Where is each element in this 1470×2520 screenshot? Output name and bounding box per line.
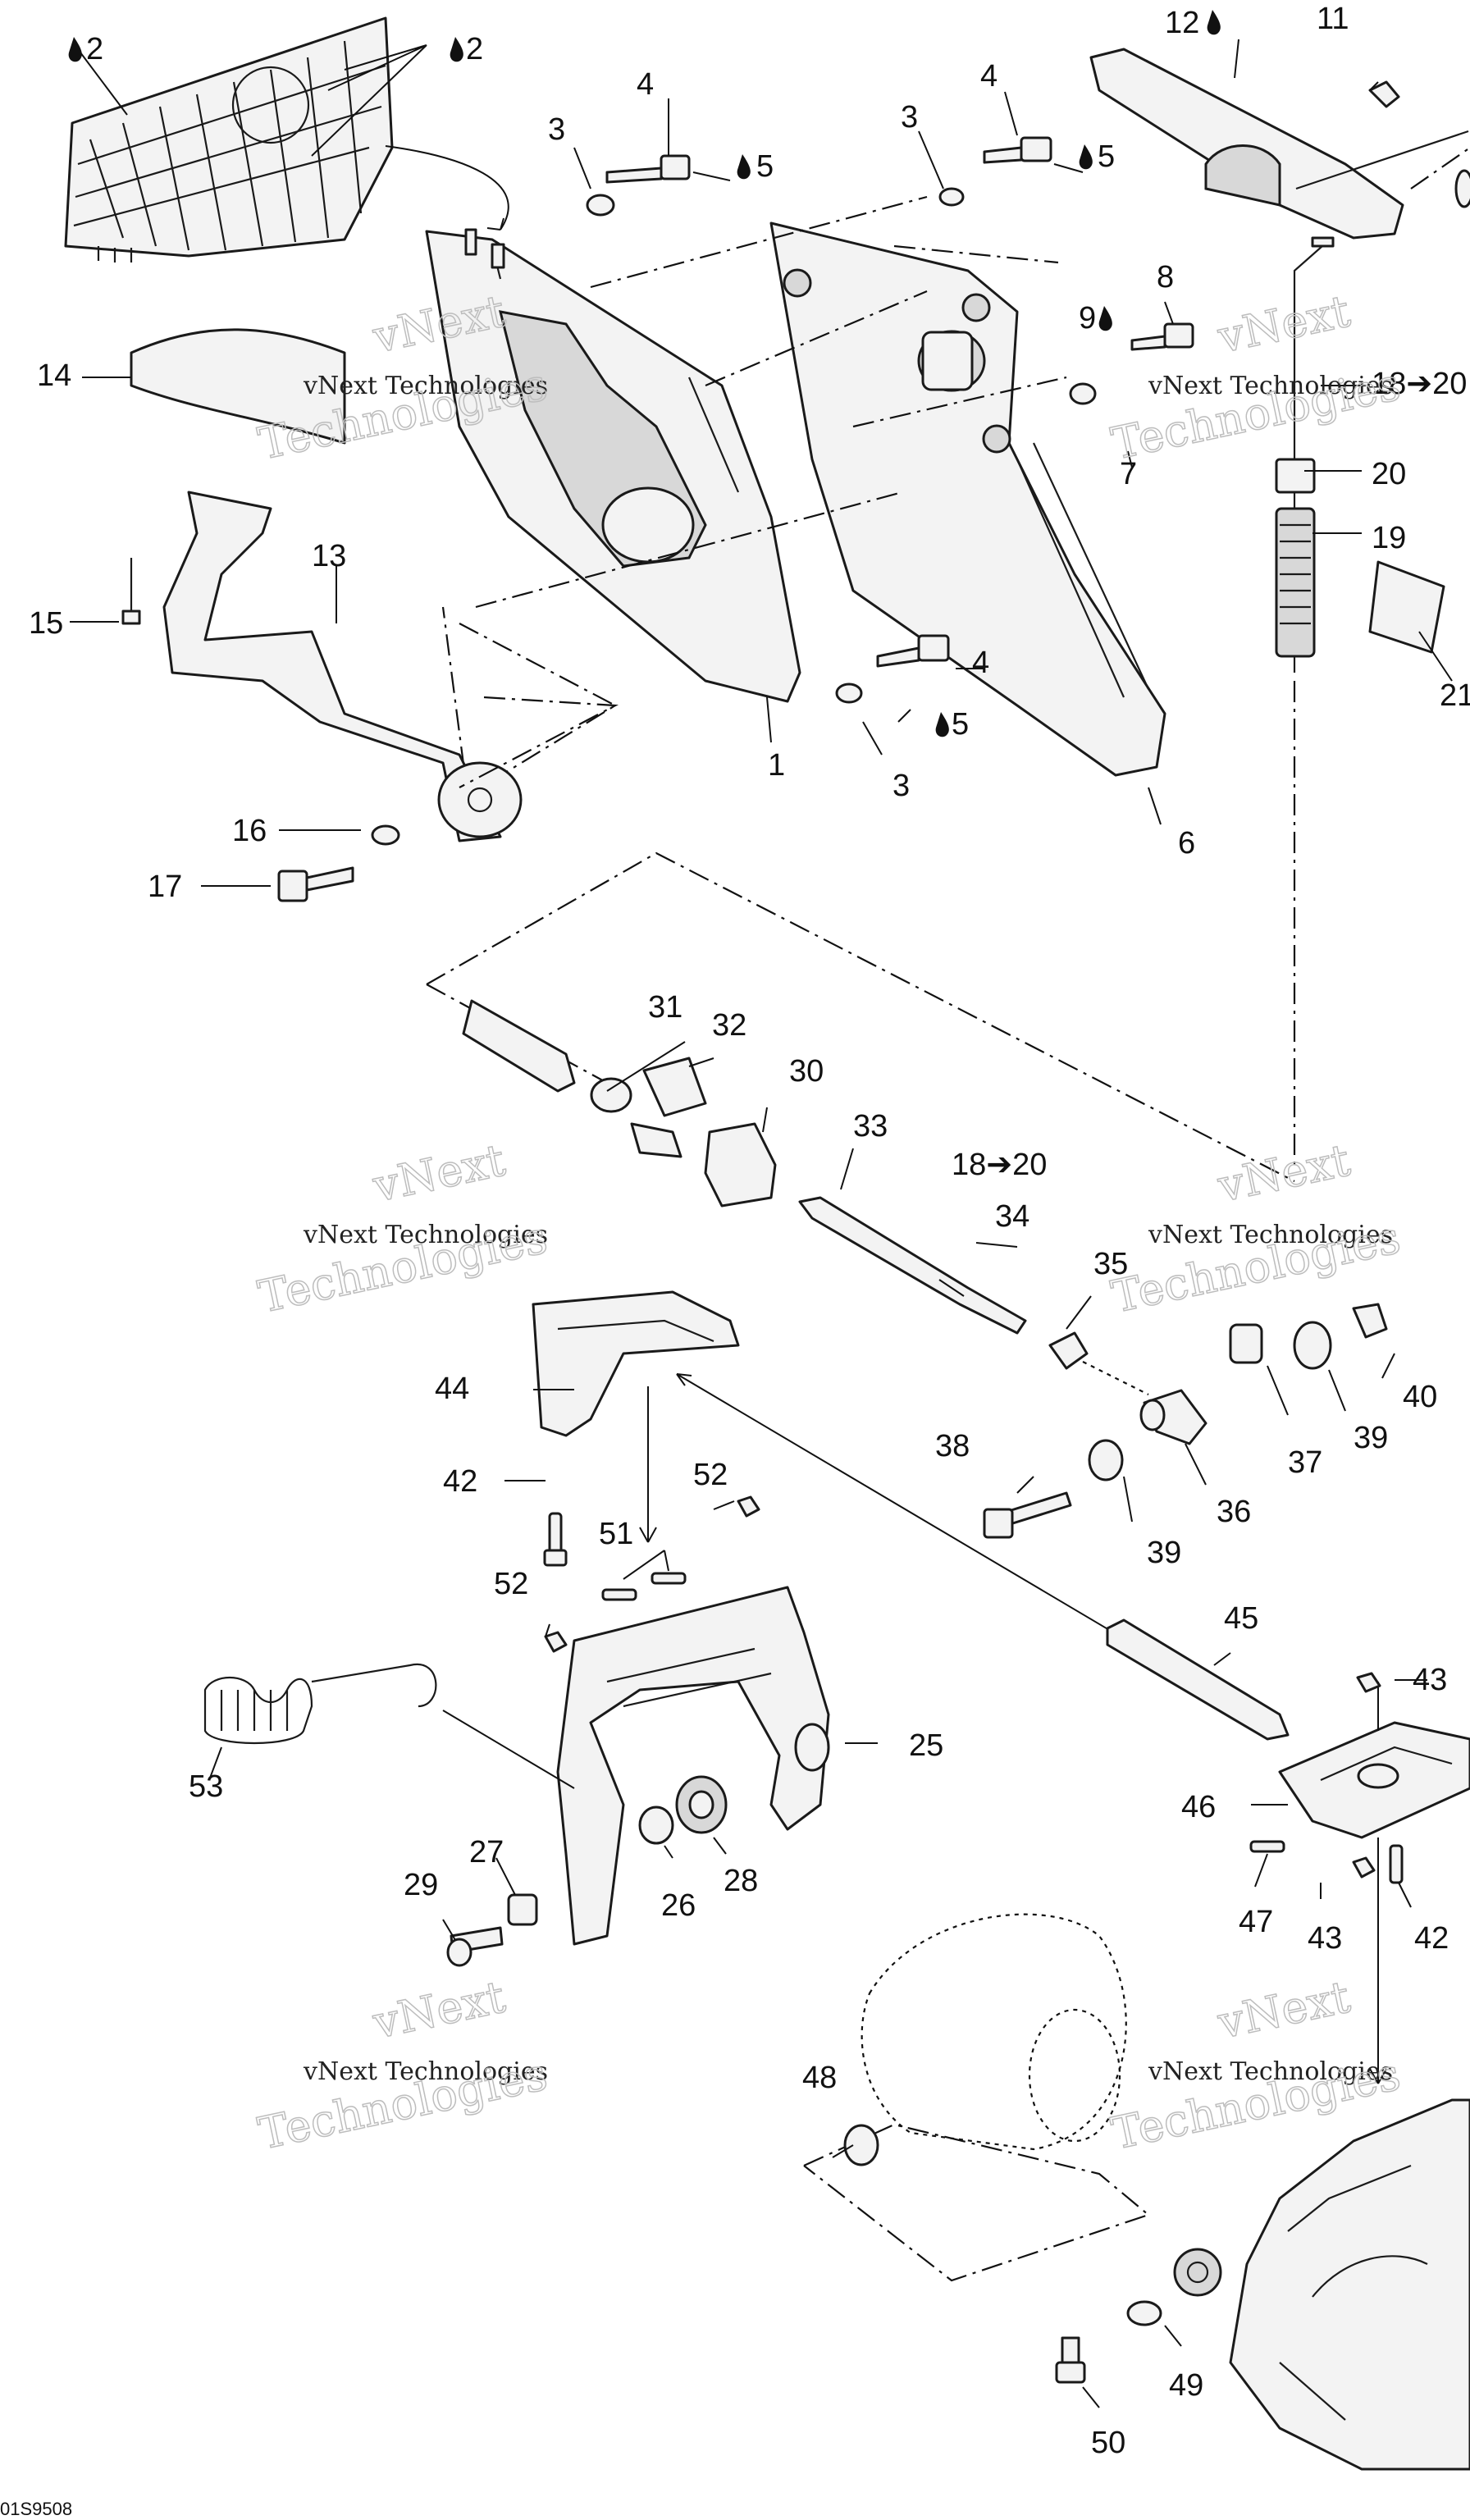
callout-33: 33 [853,1109,888,1144]
callout-45: 45 [1224,1601,1258,1636]
actuator-part [1278,1721,1470,1839]
bushing-group-part [446,1775,728,1967]
svg-text:vNext: vNext [368,1970,510,2049]
nut-group [544,1495,1404,1884]
callout-47: 47 [1239,1905,1273,1939]
fluid-drop-icon [68,10,1221,737]
callout-4c: 4 [972,646,989,680]
callout-19: 19 [1372,521,1406,555]
frame-part [556,1586,830,1946]
callout-38: 38 [935,1429,970,1463]
callout-32: 32 [712,1008,746,1043]
svg-text:vNext Technologies: vNext Technologies [303,2057,548,2086]
callout-2a: 2 [86,32,103,66]
svg-text:vNext Technologies: vNext Technologies [1148,372,1393,400]
callout-39b: 39 [1147,1536,1181,1570]
callout-18a: 18➔20 [1372,367,1467,401]
callout-11: 11 [1317,2,1349,36]
callout-52b: 52 [494,1567,528,1601]
callout-50: 50 [1091,2426,1125,2460]
callout-13: 13 [312,539,346,573]
callout-1: 1 [768,748,785,783]
callout-12: 12 [1165,6,1199,40]
svg-text:vNext: vNext [1213,285,1355,363]
callout-20: 20 [1372,457,1406,491]
svg-text:vNext Technologies: vNext Technologies [1148,1221,1393,1249]
svg-text:vNext: vNext [1213,1134,1355,1212]
cable-assembly-part [462,999,1149,1395]
leader-line [77,44,427,157]
callout-35: 35 [1093,1247,1128,1281]
callout-53: 53 [189,1769,223,1804]
callout-9: 9 [1079,301,1096,336]
callout-27: 27 [469,1835,504,1869]
plate-part [1368,560,1445,654]
callout-18b: 18➔20 [952,1148,1047,1182]
callout-42a: 42 [443,1464,477,1499]
callout-43a: 43 [1413,1663,1447,1697]
callout-3a: 3 [548,112,565,147]
callout-4a: 4 [637,67,654,102]
callout-52a: 52 [693,1458,728,1492]
callout-16: 16 [232,814,267,848]
callout-42b: 42 [1414,1921,1449,1956]
main-bracket-part [769,221,1166,777]
callout-5a: 5 [756,149,774,184]
callout-30: 30 [789,1054,824,1089]
callout-46: 46 [1181,1790,1216,1824]
callout-7: 7 [1120,457,1137,491]
hardware-right-part [983,1303,1388,1539]
svg-text:vNext Technologies: vNext Technologies [303,1221,548,1249]
callout-51: 51 [599,1517,633,1551]
callout-5b: 5 [1098,139,1115,174]
lever-part [1089,48,1404,240]
leader-lines [70,39,1453,2408]
shift-rod-part [1275,236,1335,673]
svg-text:vNext: vNext [368,1134,510,1212]
link-part [1106,1618,1290,1741]
pad-part [130,328,346,445]
callout-5c: 5 [952,707,969,742]
svg-text:vNext Technologies: vNext Technologies [1148,2057,1393,2086]
callout-29: 29 [404,1868,438,1902]
callout-25: 25 [909,1728,943,1763]
ghost-component [861,1913,1127,2151]
fastener-group [121,136,1194,902]
svg-text:vNext: vNext [1213,1970,1355,2049]
callout-3c: 3 [892,769,910,803]
assembly-line [441,491,903,797]
cover-grille-part [64,16,394,262]
callout-14: 14 [37,358,71,393]
callout-17: 17 [148,870,182,904]
jet-pump-housing-part [1173,2098,1470,2471]
figure-code: 01S9508 [0,2499,72,2519]
callout-21: 21 [1440,678,1470,713]
callout-28: 28 [724,1864,758,1898]
callout-15: 15 [29,606,63,641]
callout-8: 8 [1157,260,1174,294]
callout-49: 49 [1169,2368,1203,2403]
callout-31: 31 [648,990,682,1025]
callout-3b: 3 [901,100,918,135]
callout-39a: 39 [1354,1421,1388,1455]
callout-48: 48 [802,2061,837,2095]
callout-44: 44 [435,1372,469,1406]
callout-labels: 2 2 4 3 5 4 3 5 12 11 8 9 7 14 18➔20 20 … [29,2,1470,2460]
callout-2b: 2 [466,32,483,66]
callout-6: 6 [1178,826,1195,861]
spring-part [203,1663,437,1745]
callout-40: 40 [1403,1380,1437,1414]
callout-34: 34 [995,1199,1029,1234]
callout-26: 26 [661,1888,696,1923]
callout-4b: 4 [980,59,998,94]
mounting-bracket-part [532,1290,740,1567]
callout-36: 36 [1217,1495,1251,1529]
callout-43b: 43 [1308,1921,1342,1956]
svg-text:vNext Technologies: vNext Technologies [303,372,548,400]
pedal-arm-part [162,491,523,842]
callout-37: 37 [1288,1445,1322,1480]
